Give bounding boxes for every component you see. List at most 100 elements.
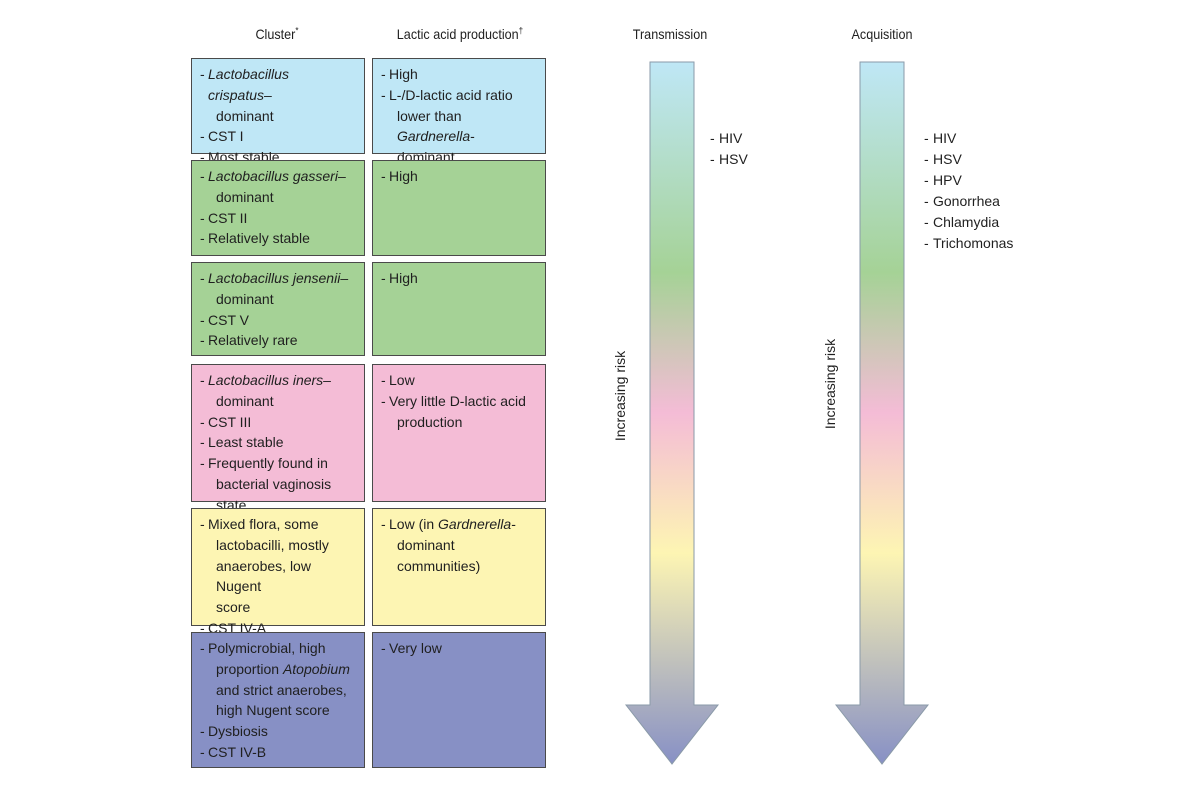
line-text: anaerobes, low Nugent [216,557,311,595]
pathogen-item: Gonorrhea [924,191,1013,212]
line-text-suffix: - [511,516,516,532]
cluster-line: Relatively stable [200,228,356,249]
transmission-agents: HIVHSV [710,128,748,170]
lactic-header-mark: † [518,25,524,36]
line-text: High [389,66,418,82]
lactic-line: L-/D-lactic acid ratio [381,85,537,106]
cluster-cell: Mixed flora, some lactobacilli, mostly ana… [191,508,365,639]
pathogen-item: HSV [924,149,1013,170]
lactic-header: Lactic acid production† [388,26,532,42]
lactic-cell: High [372,262,546,356]
cluster-line: Relatively rare [200,330,356,351]
cluster-line: CST II [200,208,356,229]
taxon-name: Lactobacillus jensenii [208,270,341,286]
cluster-cell: Lactobacillus iners–dominantCST III Least… [191,364,365,513]
line-text: dominant [216,392,274,409]
line-text: Frequently found in [208,455,328,472]
cluster-line: CST III [200,412,356,433]
cluster-line: Dysbiosis [200,721,356,742]
cluster-line: Polymicrobial, high [200,638,356,659]
line-text: dominant [216,107,274,124]
cluster-line: Mixed flora, some [200,514,356,535]
cluster-line: dominant [200,106,356,127]
cluster-line: and strict anaerobes, [200,680,356,701]
line-text: Very little D-lactic acid [389,392,526,409]
line-text-suffix: – [323,372,331,388]
lactic-cell: LowVery little D-lactic acid production [372,364,546,502]
line-text: Very low [389,640,442,656]
cluster-line: Lactobacillus gasseri– [200,166,356,187]
line-text-suffix: – [264,86,272,103]
taxon-name: Gardnerella [397,128,471,145]
line-text: proportion [216,660,283,677]
acquisition-risk-arrow [834,61,930,765]
line-text: High [389,270,418,286]
line-text: CST IV-A [208,619,267,636]
acquisition-risk-label: Increasing risk [822,338,838,430]
cluster-cell: Lactobacillus jensenii–dominantCST V Rela… [191,262,365,356]
line-text: L-/D-lactic acid ratio [389,86,513,103]
cluster-line: lactobacilli, mostly [200,535,356,556]
pathogen-item: HIV [924,128,1013,149]
lactic-cell: Low (in Gardnerella-dominant communities… [372,508,546,626]
lactic-header-text: Lactic acid production [396,26,519,42]
line-text: dominant [216,188,274,205]
cluster-cell: Lactobacillus crispatus–dominantCST IMos… [191,58,365,168]
cluster-line: dominant [200,187,356,208]
line-text: score [216,599,251,616]
line-text: CST V [208,311,249,328]
acquisition-header: Acquisition [851,26,913,42]
line-text: CST III [208,413,252,430]
transmission-risk-arrow [624,61,720,765]
line-text: CST IV-B [208,743,267,760]
line-text: Polymicrobial, high [208,640,326,656]
cluster-header-mark: * [295,25,299,36]
cluster-line: Lactobacillus jensenii– [200,268,356,289]
cluster-line: Lactobacillus iners– [200,370,356,391]
line-text: lower than [397,107,462,124]
lactic-cell: HighL-/D-lactic acid ratio lower than Gar… [372,58,546,186]
cluster-line: dominant [200,289,356,310]
line-text: production [397,413,463,430]
pathogen-item: HSV [710,149,748,170]
cluster-line: Least stable [200,432,356,453]
lactic-line: lower than Gardnerella- [381,106,537,148]
pathogen-item: HIV [710,128,748,149]
cluster-line: anaerobes, low Nugent [200,556,356,598]
cluster-line: Frequently found in [200,453,356,474]
lactic-line: High [381,64,537,85]
cluster-cell: Polymicrobial, high proportion Atopobiuma… [191,632,365,768]
line-text-suffix: - [470,128,475,145]
cluster-header: Cluster* [237,26,318,42]
pathogen-item: HPV [924,170,1013,191]
line-text: Relatively stable [208,230,310,247]
transmission-header: Transmission [632,26,708,42]
lactic-line: Low [381,370,537,391]
pathogen-item: Trichomonas [924,233,1013,254]
taxon-name: Lactobacillus gasseri [208,168,338,184]
line-text: Dysbiosis [208,723,268,740]
line-text: Least stable [208,434,284,451]
lactic-line: Low (in Gardnerella- [381,514,537,535]
taxon-name: Gardnerella [438,516,512,532]
cluster-line: CST V [200,310,356,331]
cluster-line: high Nugent score [200,700,356,721]
line-text: lactobacilli, mostly [216,536,329,553]
lactic-line: Very little D-lactic acid [381,391,537,412]
cluster-line: Lactobacillus crispatus– [200,64,356,106]
line-text: high Nugent score [216,702,330,719]
lactic-line: dominant communities) [381,535,537,577]
line-text: and strict anaerobes, [216,681,347,698]
lactic-cell: Very low [372,632,546,768]
lactic-line: High [381,268,537,289]
line-text: Low (in [389,516,439,532]
cluster-cell: Lactobacillus gasseri–dominantCST IIRela… [191,160,365,256]
lactic-line: Very low [381,638,537,659]
line-text: Mixed flora, some [208,516,319,532]
line-text: dominant [216,290,274,307]
cluster-line: CST I [200,126,356,147]
line-text: dominant communities) [397,536,481,574]
pathogen-item: Chlamydia [924,212,1013,233]
acquisition-agents: HIVHSVHPVGonorrheaChlamydiaTrichomonas [924,128,1013,254]
cluster-line: proportion Atopobium [200,659,356,680]
